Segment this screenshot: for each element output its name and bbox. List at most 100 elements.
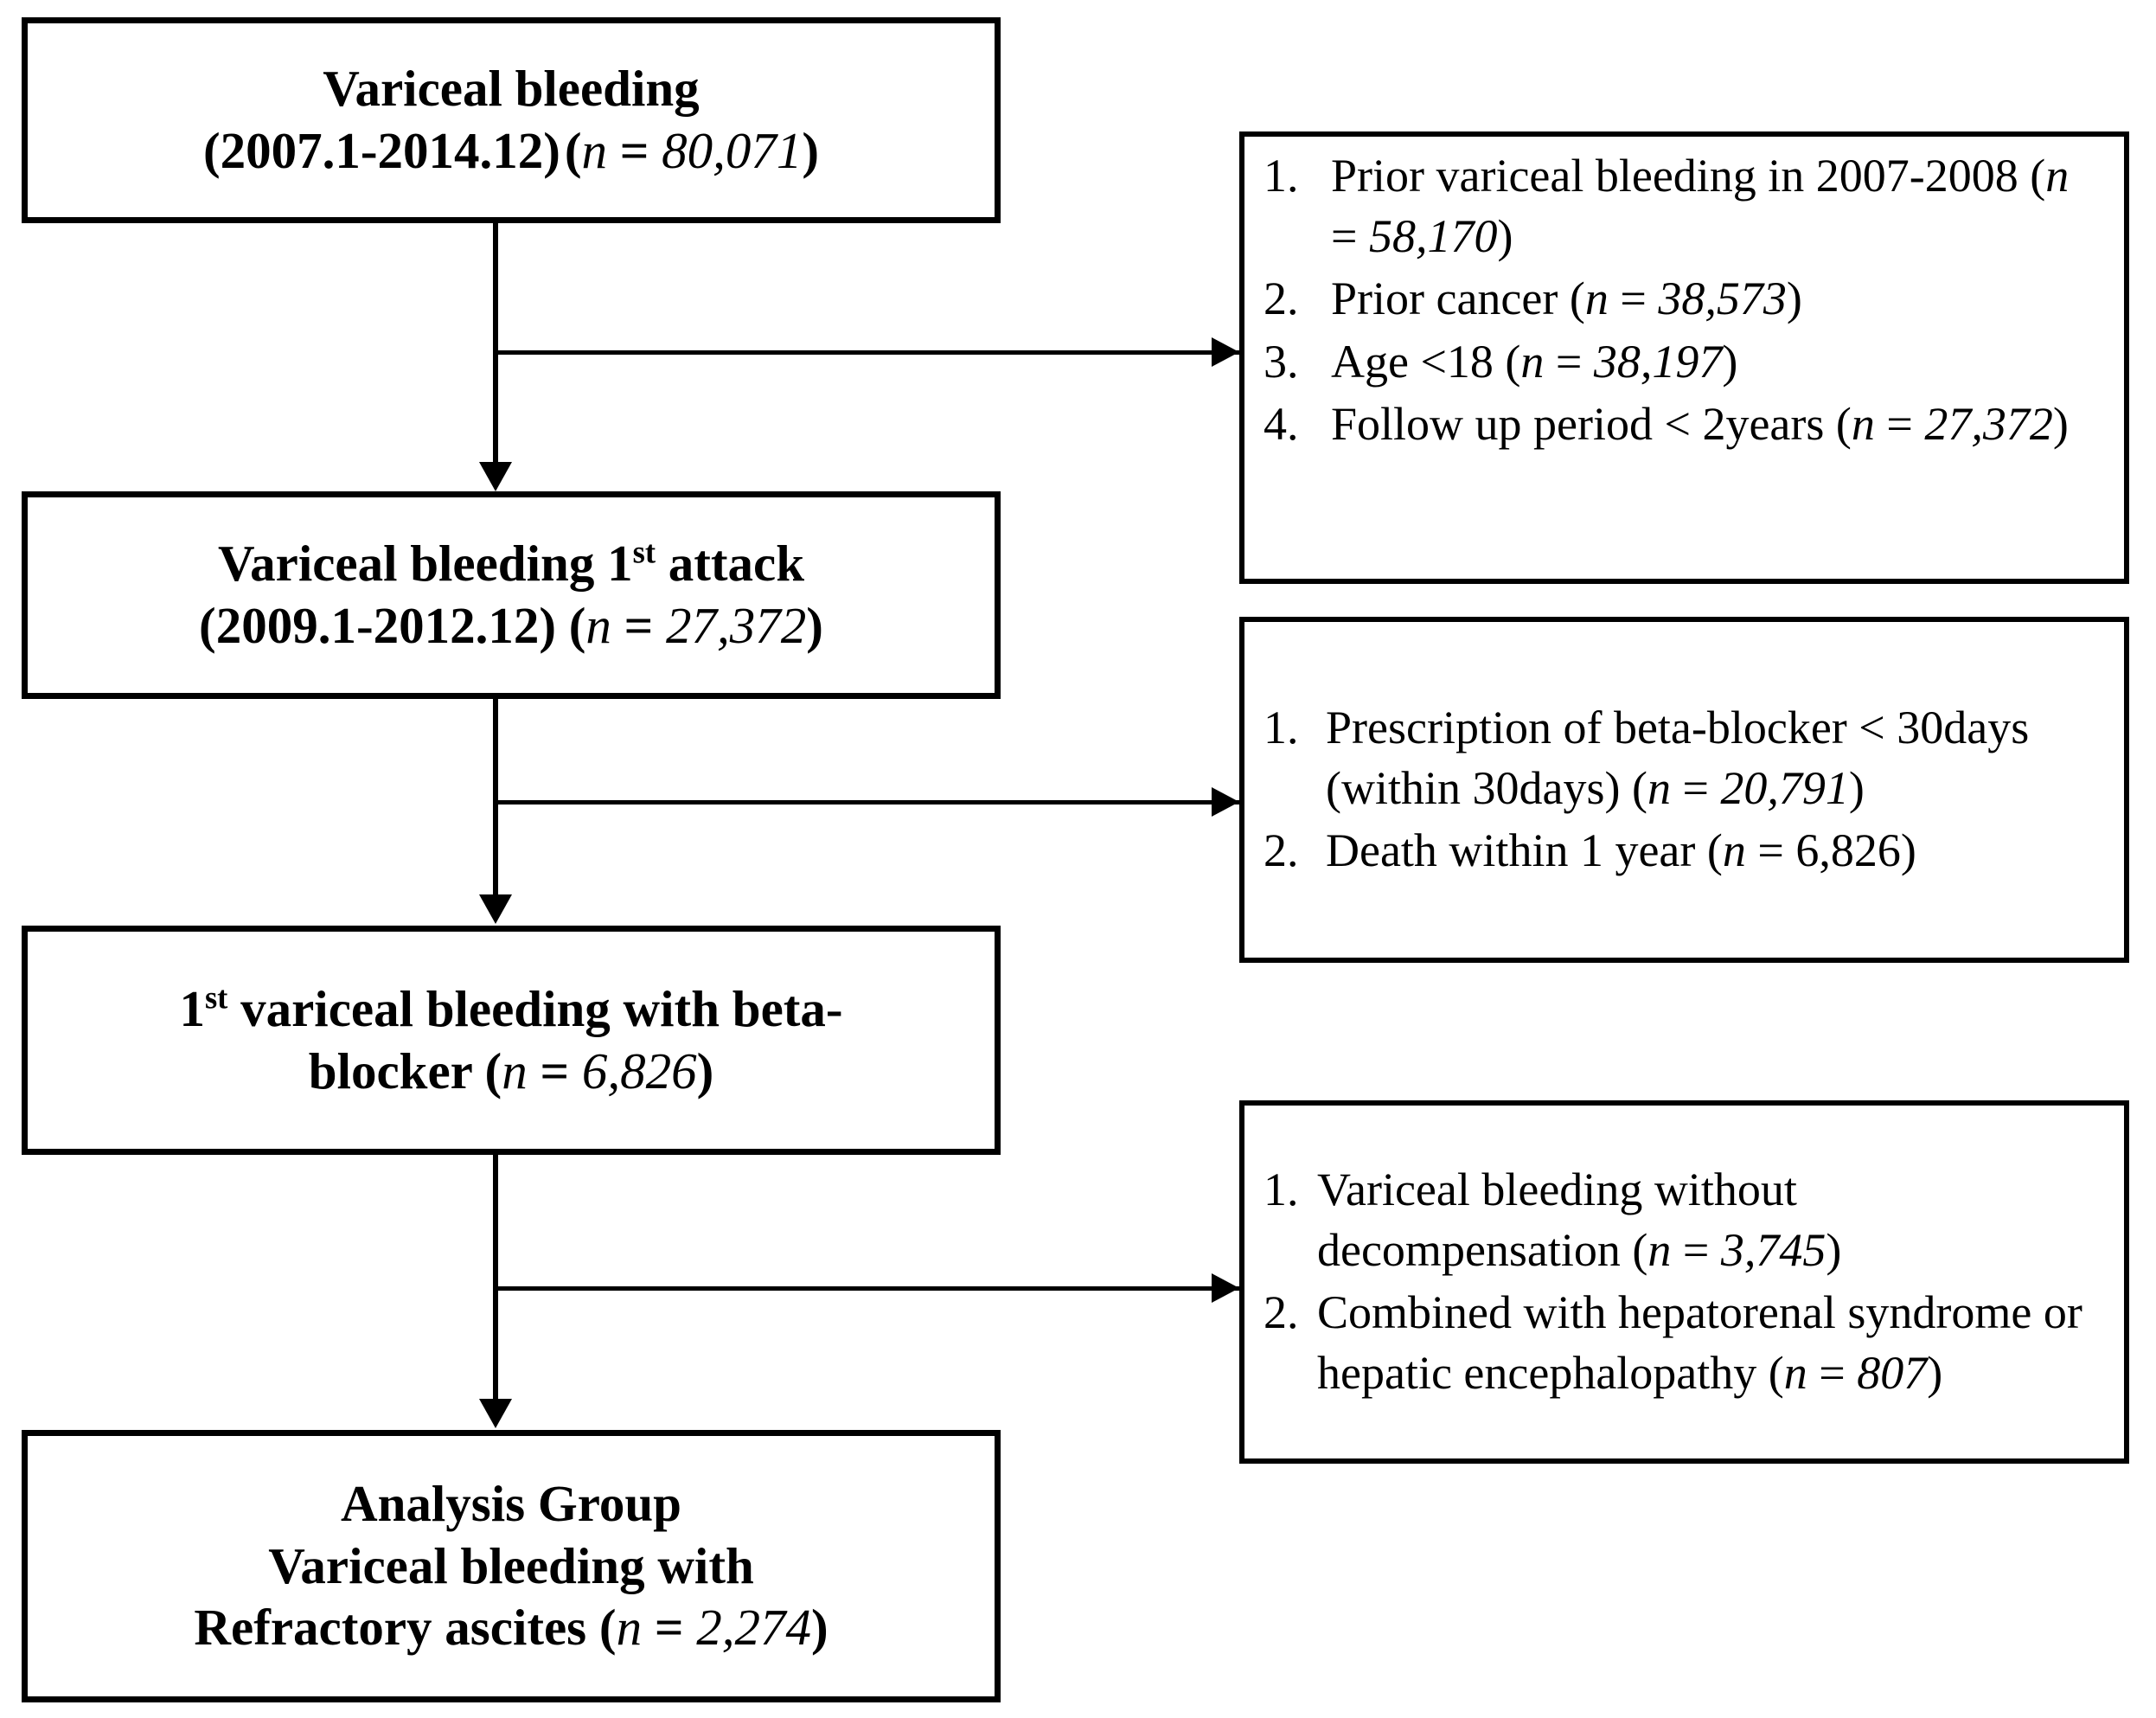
box2-period: (2009.1-2012.12) bbox=[199, 597, 556, 654]
box3-n-value: 6,826 bbox=[581, 1042, 697, 1099]
list-item: 3. Age <18 (n = 38,197) bbox=[1264, 331, 2102, 392]
item-n-value: 27,372 bbox=[1924, 397, 2053, 450]
exclusion-box-1: 1. Prior variceal bleeding in 2007-2008 (… bbox=[1239, 131, 2129, 584]
item-number: 1. bbox=[1264, 701, 1299, 753]
item-text-post: ) bbox=[1826, 1223, 1842, 1276]
box3-line1-sup: st bbox=[204, 978, 228, 1015]
arrow-down-box1-box2 bbox=[479, 462, 512, 491]
box2-title: Variceal bleeding 1st attack bbox=[218, 533, 804, 595]
item-text-pre: Prior variceal bleeding in 2007-2008 ( bbox=[1331, 150, 2046, 202]
item-text-pre: Age <18 ( bbox=[1331, 335, 1521, 388]
box3-line1-pre: 1 bbox=[179, 979, 205, 1037]
item-text: Age <18 (n = 38,197) bbox=[1331, 336, 1737, 388]
arrow-right-exclusion-3 bbox=[1212, 1273, 1239, 1303]
box2-title-pre: Variceal bleeding 1 bbox=[217, 535, 633, 593]
item-number: 2. bbox=[1264, 824, 1299, 877]
item-n-value: 38,573 bbox=[1658, 272, 1787, 325]
arrow-down-box2-box3 bbox=[479, 894, 512, 924]
connector-line-box3-box4 bbox=[493, 1155, 498, 1401]
list-item: 2. Death within 1 year (n = 6,826) bbox=[1264, 820, 2102, 881]
box4-line1: Analysis Group bbox=[340, 1474, 681, 1532]
box3-line1-post: variceal bleeding with beta- bbox=[227, 979, 843, 1037]
box4-n-value: 2,274 bbox=[696, 1599, 811, 1657]
item-n-value: 20,791 bbox=[1720, 761, 1849, 814]
item-number: 2. bbox=[1264, 272, 1299, 325]
item-text-pre: Follow up period < 2years ( bbox=[1331, 397, 1852, 450]
item-n-eq: = bbox=[1671, 1223, 1721, 1276]
item-n-value: 3,745 bbox=[1720, 1223, 1827, 1276]
item-n-symbol: n bbox=[2045, 150, 2070, 202]
box2-title-post: attack bbox=[656, 535, 805, 593]
item-text-pre: Combined with hepatorenal syndrome or he… bbox=[1317, 1286, 2082, 1400]
item-n-symbol: n bbox=[1851, 397, 1875, 450]
item-n-symbol: n bbox=[1647, 1223, 1672, 1276]
box3-line2-pre: blocker bbox=[308, 1042, 485, 1099]
box3-line1: 1st variceal bleeding with beta- bbox=[179, 978, 842, 1041]
item-text-post: ) bbox=[1786, 272, 1802, 325]
list-item: 1. Prior variceal bleeding in 2007-2008 (… bbox=[1264, 145, 2102, 266]
item-number: 2. bbox=[1264, 1286, 1299, 1338]
connector-line-to-exclusion-2 bbox=[498, 800, 1239, 805]
box1-n-symbol: n bbox=[581, 122, 608, 179]
item-text-post: ) bbox=[1722, 335, 1738, 388]
item-number: 4. bbox=[1264, 397, 1299, 450]
item-n-value: 58,170 bbox=[1368, 210, 1498, 263]
box2-n-symbol: n bbox=[585, 597, 611, 654]
exclusion-box-2: 1. Prescription of beta-blocker < 30days … bbox=[1239, 617, 2129, 963]
item-n-eq: = bbox=[1608, 272, 1659, 325]
arrow-right-exclusion-1 bbox=[1212, 337, 1239, 367]
item-text-post: ) bbox=[1497, 210, 1513, 263]
box1-period: (2007.1-2014.12) bbox=[202, 122, 560, 179]
box4-line3-pre: Refractory ascites bbox=[194, 1599, 599, 1657]
item-text-pre: Prior cancer ( bbox=[1331, 272, 1585, 325]
item-n-eq: = bbox=[1544, 335, 1594, 388]
box2-title-sup: st bbox=[632, 534, 656, 570]
box4-line3: Refractory ascites (n = 2,274) bbox=[194, 1599, 828, 1657]
item-n-eq: = bbox=[1331, 210, 1369, 263]
item-n-eq: = bbox=[1745, 824, 1796, 877]
item-text-post: ) bbox=[1927, 1347, 1943, 1400]
item-text: Prescription of beta-blocker < 30days (w… bbox=[1326, 702, 2029, 814]
list-item: 1. Variceal bleeding without decompensati… bbox=[1264, 1159, 2102, 1280]
connector-line-to-exclusion-1 bbox=[498, 350, 1239, 355]
exclusion-list-2: 1. Prescription of beta-blocker < 30days … bbox=[1264, 697, 2102, 883]
arrow-right-exclusion-2 bbox=[1212, 787, 1239, 817]
item-number: 1. bbox=[1264, 150, 1299, 202]
box-analysis-group: Analysis Group Variceal bleeding with Re… bbox=[22, 1430, 1001, 1702]
connector-line-to-exclusion-3 bbox=[498, 1286, 1239, 1291]
box1-subtitle: (2007.1-2014.12) (n = 80,071) bbox=[202, 122, 820, 179]
item-n-value: 807 bbox=[1857, 1347, 1928, 1400]
connector-line-box2-box3 bbox=[493, 699, 498, 896]
item-n-symbol: n bbox=[1783, 1347, 1807, 1400]
item-n-eq: = bbox=[1807, 1347, 1858, 1400]
box3-n-symbol: n bbox=[502, 1042, 528, 1099]
list-item: 4. Follow up period < 2years (n = 27,372) bbox=[1264, 394, 2102, 454]
list-item: 2. Combined with hepatorenal syndrome or … bbox=[1264, 1282, 2102, 1403]
box1-title: Variceal bleeding bbox=[323, 60, 700, 118]
connector-line-box1-box2 bbox=[493, 223, 498, 464]
box2-n-value: 27,372 bbox=[666, 597, 807, 654]
item-n-value: 6,826 bbox=[1795, 824, 1901, 877]
item-text-pre: Prescription of beta-blocker < 30days (w… bbox=[1326, 701, 2030, 814]
box-variceal-bleeding: Variceal bleeding (2007.1-2014.12) (n = … bbox=[22, 17, 1001, 223]
box3-line2: blocker (n = 6,826) bbox=[308, 1042, 714, 1099]
box2-subtitle: (2009.1-2012.12) (n = 27,372) bbox=[199, 597, 823, 654]
item-number: 1. bbox=[1264, 1163, 1299, 1215]
item-text: Prior variceal bleeding in 2007-2008 (n … bbox=[1331, 150, 2069, 262]
item-text-post: ) bbox=[1848, 761, 1865, 814]
list-item: 2. Prior cancer (n = 38,573) bbox=[1264, 268, 2102, 329]
box-variceal-bleeding-first-attack: Variceal bleeding 1st attack (2009.1-201… bbox=[22, 491, 1001, 699]
exclusion-box-3: 1. Variceal bleeding without decompensati… bbox=[1239, 1100, 2129, 1464]
item-n-eq: = bbox=[1874, 397, 1925, 450]
item-text-pre: Variceal bleeding without decompensation… bbox=[1317, 1163, 1797, 1276]
item-number: 3. bbox=[1264, 335, 1299, 388]
item-text-pre: Death within 1 year ( bbox=[1326, 824, 1723, 877]
item-text: Combined with hepatorenal syndrome or he… bbox=[1317, 1286, 2082, 1399]
item-n-symbol: n bbox=[1584, 272, 1609, 325]
item-n-eq: = bbox=[1670, 761, 1721, 814]
box1-n-value: 80,071 bbox=[662, 122, 803, 179]
item-text-post: ) bbox=[1900, 824, 1916, 877]
item-text-post: ) bbox=[2052, 397, 2069, 450]
list-item: 1. Prescription of beta-blocker < 30days … bbox=[1264, 697, 2102, 818]
exclusion-list-3: 1. Variceal bleeding without decompensati… bbox=[1264, 1159, 2102, 1406]
